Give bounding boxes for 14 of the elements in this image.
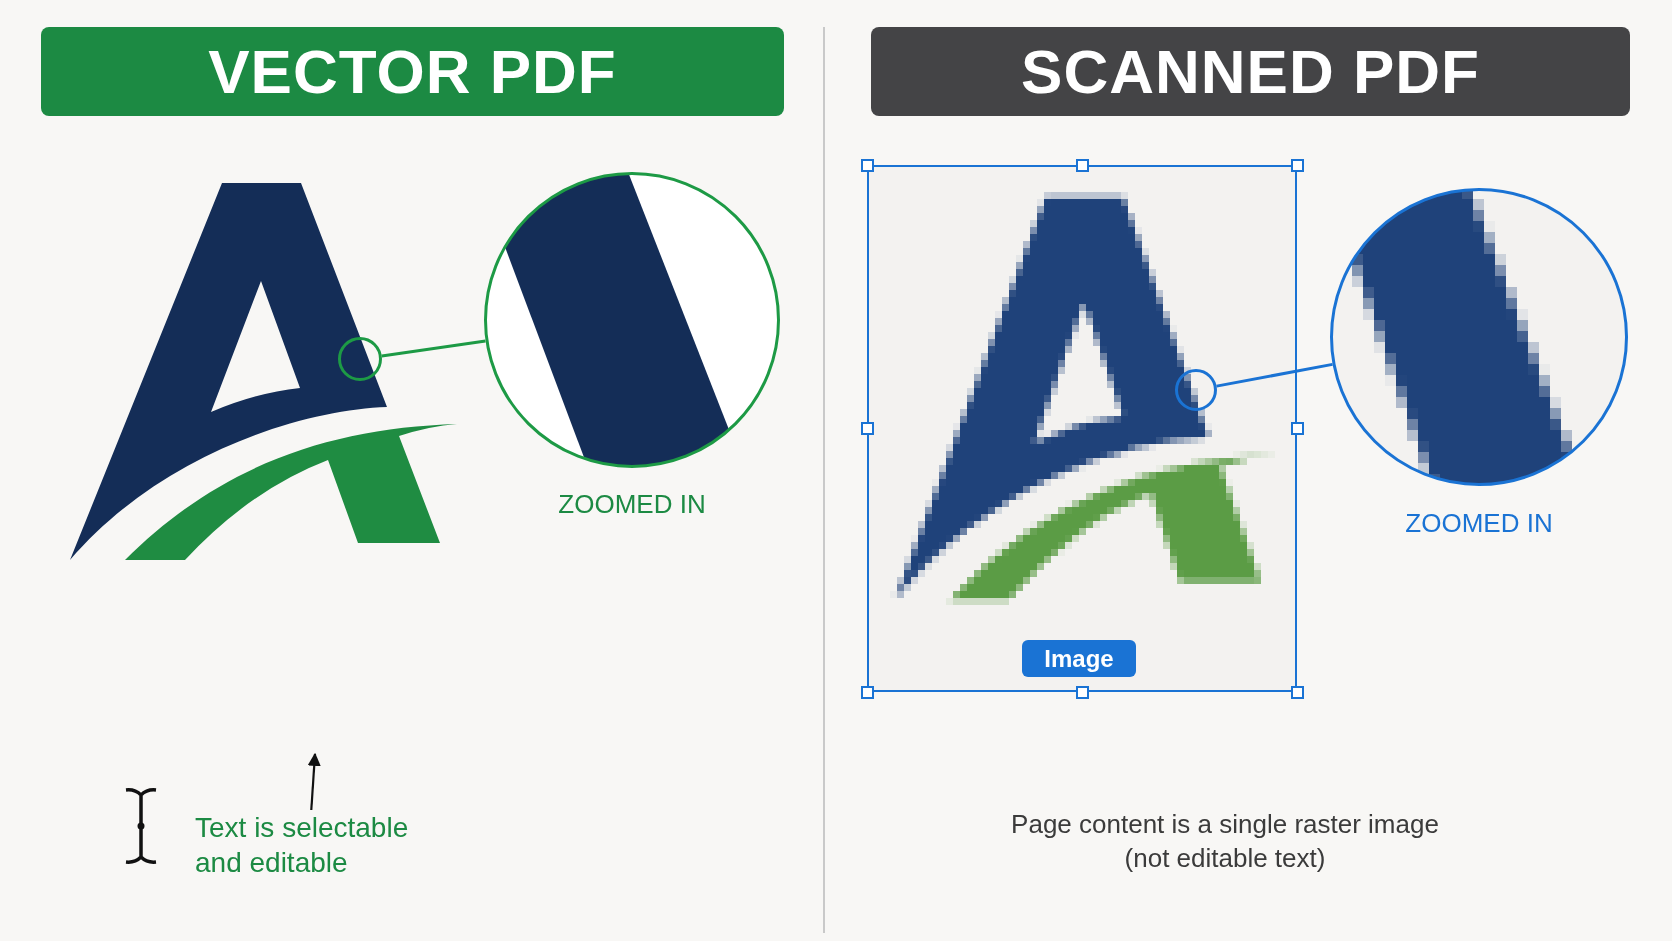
- annotation-text: Text is selectable and editable: [195, 810, 423, 880]
- magnified-view-circle: [1330, 188, 1628, 486]
- explanatory-note: Page content is a single raster image (not editable text): [1010, 808, 1440, 875]
- zoom-caption: ZOOMED IN: [558, 489, 706, 519]
- magnifier-circle: [1175, 369, 1217, 411]
- leader-line: [1216, 362, 1333, 388]
- magnifier-circle: [338, 337, 382, 381]
- arrow: [307, 752, 321, 811]
- image-label-badge: Image: [1022, 640, 1136, 677]
- magnified-view-circle: [484, 172, 780, 468]
- leader-line: [381, 339, 486, 358]
- zoom-caption: ZOOMED IN: [1405, 508, 1553, 538]
- section-header-bar: VECTOR PDF: [41, 27, 784, 116]
- section-header-bar: SCANNED PDF: [871, 27, 1630, 116]
